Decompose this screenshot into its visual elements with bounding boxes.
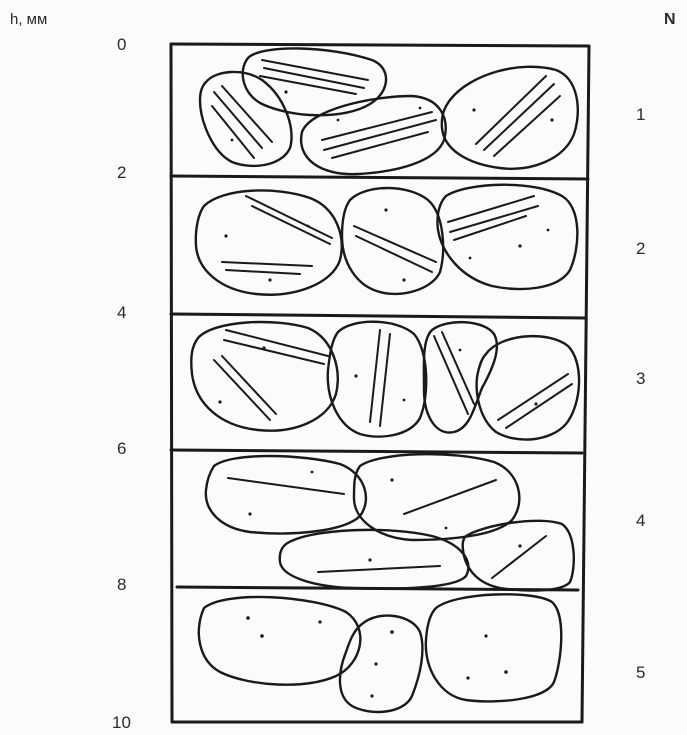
pebble-striation (222, 196, 332, 274)
layer-3-pebbles (191, 322, 579, 440)
boundary-6 (171, 450, 582, 453)
pebble-striation (492, 536, 546, 578)
pebble-striation (318, 566, 440, 572)
pebble (437, 185, 577, 289)
frame-right (582, 46, 589, 722)
pebble (342, 188, 443, 294)
layer-4-pebbles (206, 454, 574, 590)
pebble (354, 454, 519, 540)
pebble-striation (404, 480, 496, 514)
boundary-4 (171, 314, 586, 318)
pebble-striation (212, 86, 272, 158)
pebble (301, 96, 446, 174)
pebble-striation (214, 330, 328, 420)
frame-left (171, 44, 172, 722)
pebble-texture-dots (218, 90, 553, 697)
layer-5-pebbles (199, 594, 561, 712)
pebble (442, 67, 578, 169)
pebble-striation (370, 330, 390, 426)
pebble-striation (354, 226, 436, 272)
layer-1-pebbles (200, 48, 578, 174)
frame-top (171, 44, 589, 46)
boundary-2 (171, 176, 588, 179)
pebble-striation (498, 374, 572, 428)
pebble-striation (228, 478, 344, 494)
pebble (280, 530, 469, 589)
pebble-striation (476, 76, 560, 156)
pebble-striation (260, 60, 368, 94)
layer-2-pebbles (196, 185, 578, 295)
pebble (426, 594, 561, 701)
pebble-striation (434, 332, 474, 414)
pebble (477, 336, 579, 439)
pebble (328, 322, 426, 437)
pebble (463, 521, 574, 591)
pebble-striation (448, 196, 538, 240)
pebble-striation (322, 112, 436, 158)
pebble (199, 597, 361, 685)
